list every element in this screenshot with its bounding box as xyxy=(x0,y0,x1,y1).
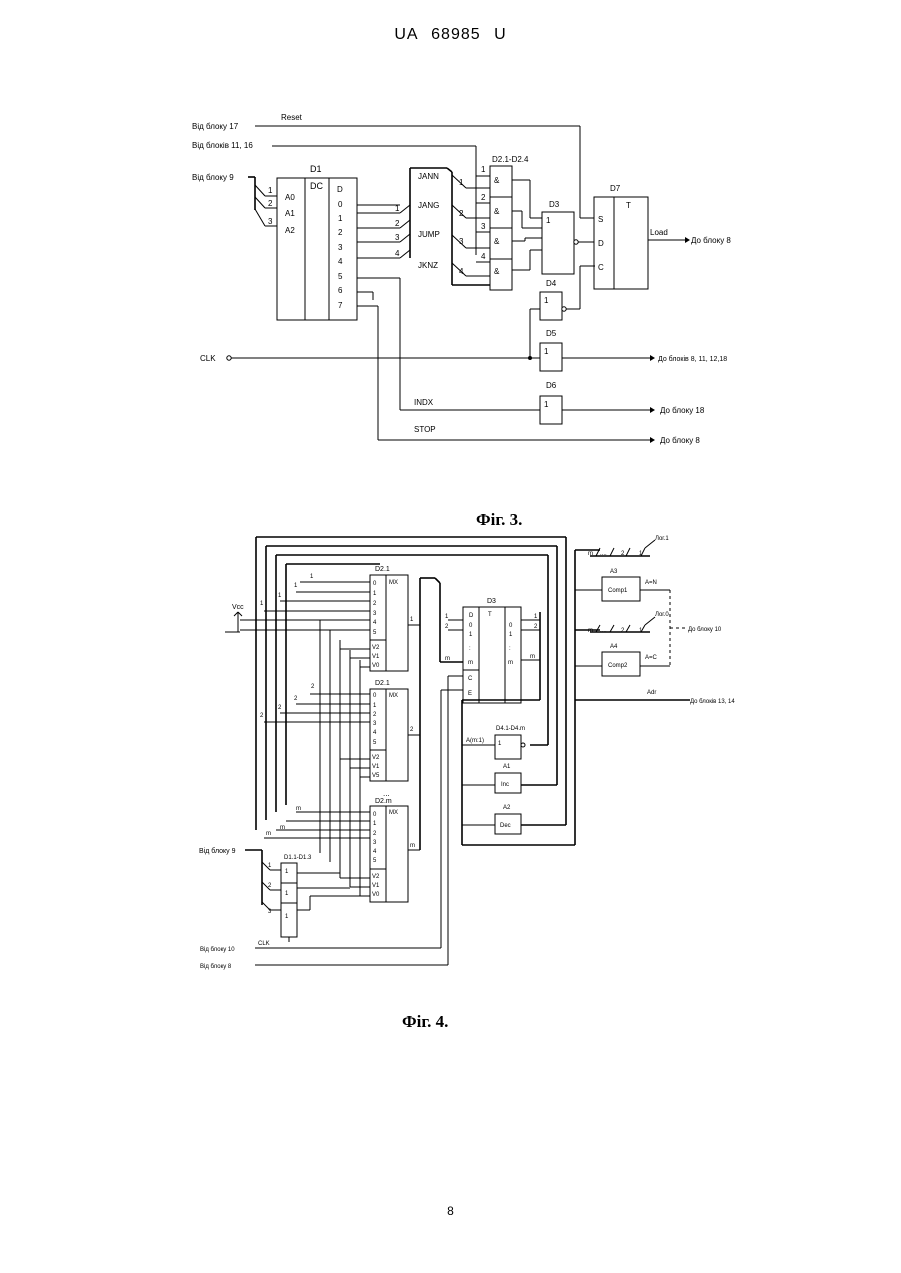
mux-top-name: D2.1 xyxy=(375,566,390,573)
mux-top-type: MX xyxy=(389,580,398,586)
mux-top-sel-2: V2 xyxy=(372,645,380,651)
d11-gates xyxy=(281,863,297,937)
mux-bot-sel-1: V1 xyxy=(372,883,380,889)
to-block-10: До блоку 10 xyxy=(688,627,722,633)
a2-name: A2 xyxy=(503,805,511,811)
a3-bus-m: m xyxy=(588,551,593,557)
mux-top-wire-1: 1 xyxy=(310,574,314,580)
a4-out: A=C xyxy=(645,655,658,661)
mux-bot-wire-m: m xyxy=(296,806,301,812)
mux-mid-out-2: 2 xyxy=(410,727,414,733)
d3-register xyxy=(463,607,521,703)
a3-bus-dots: .... xyxy=(600,551,607,557)
mux-mid-sel-0: V5 xyxy=(372,773,380,779)
mux-top-sel-0: V0 xyxy=(372,663,380,669)
d3-ctl-c: C xyxy=(468,676,473,682)
mux-top-sel-1: V1 xyxy=(372,654,380,660)
d3-reg-in-2: 2 xyxy=(445,624,449,630)
input-from-9-f4: Від блоку 9 xyxy=(199,847,236,855)
a4-bus-dots: .... xyxy=(600,628,607,634)
adr-label: Adr xyxy=(647,690,656,696)
a2-label: Dec xyxy=(500,823,511,829)
a4-bus-2: 2 xyxy=(621,628,625,634)
a3-label: Comp1 xyxy=(608,588,628,594)
mux-mid-wire-2c: 2 xyxy=(278,705,282,711)
d11-in-1: 1 xyxy=(268,863,272,869)
d3-reg-out-2: 2 xyxy=(534,624,538,630)
mux-top-wire-1d: 1 xyxy=(260,601,264,607)
mux-bot-type: MX xyxy=(389,810,398,816)
d3-ctl-e: E xyxy=(468,691,472,697)
mux-top-wire-1b: 1 xyxy=(294,583,298,589)
a4-bus-m: m xyxy=(588,628,593,634)
a3-log: Лог.1 xyxy=(655,536,669,542)
mux-mid-sel-2: V2 xyxy=(372,755,380,761)
d3-reg-type: T xyxy=(488,612,492,618)
mux-top-wire-1c: 1 xyxy=(278,593,282,599)
input-from-10: Від блоку 10 xyxy=(200,947,235,953)
a4-name: A4 xyxy=(610,644,618,650)
a3-name: A3 xyxy=(610,569,618,575)
d3-out-m: m xyxy=(508,660,513,666)
mux-mid-wire-2b: 2 xyxy=(294,696,298,702)
mux-top-out-1: 1 xyxy=(410,617,414,623)
mux-mid-wire-2d: 2 xyxy=(260,713,264,719)
mux-bot-wire-m2: m xyxy=(280,825,285,831)
d3-reg-out-1: 1 xyxy=(534,614,538,620)
a4-log: Лог.0 xyxy=(655,612,669,618)
d3-in-d: D xyxy=(469,613,474,619)
a1-name: A1 xyxy=(503,764,511,770)
mux-dots: ... xyxy=(383,789,390,798)
to-blocks-13-14: До блоків 13, 14 xyxy=(690,699,735,705)
a1-label: Inc xyxy=(501,782,509,788)
mux-bot-wire-m3: m xyxy=(266,831,271,837)
mux-bot-sel-2: V2 xyxy=(372,874,380,880)
mux-mid-sel-1: V1 xyxy=(372,764,380,770)
mux-bot-name: D2.m xyxy=(375,798,392,805)
a4-label: Comp2 xyxy=(608,663,628,669)
d3-reg-in-m: m xyxy=(445,656,450,662)
mux-mid-wire-2: 2 xyxy=(311,684,315,690)
d3-reg-in-1: 1 xyxy=(445,614,449,620)
mux-mid-name: D2.1 xyxy=(375,680,390,687)
d11-name: D1.1-D1.3 xyxy=(284,855,312,861)
a3-out: A=N xyxy=(645,580,657,586)
d41-gate xyxy=(495,735,521,759)
d3-reg-out-m: m xyxy=(530,654,535,660)
mux-bot-sel-0: V0 xyxy=(372,892,380,898)
d3-reg-name: D3 xyxy=(487,598,496,605)
vcc-label: Vcc xyxy=(232,604,244,611)
d41-label: A(m:1) xyxy=(466,738,484,744)
input-from-8: Від блоку 8 xyxy=(200,964,232,970)
mux-bot-out-m: m xyxy=(410,843,415,849)
d41-name: D4.1-D4.m xyxy=(496,726,525,732)
clk-label-f4: CLK xyxy=(258,941,270,947)
d3-in-m: m xyxy=(468,660,473,666)
mux-mid-type: MX xyxy=(389,693,398,699)
d11-in-2: 2 xyxy=(268,883,272,889)
